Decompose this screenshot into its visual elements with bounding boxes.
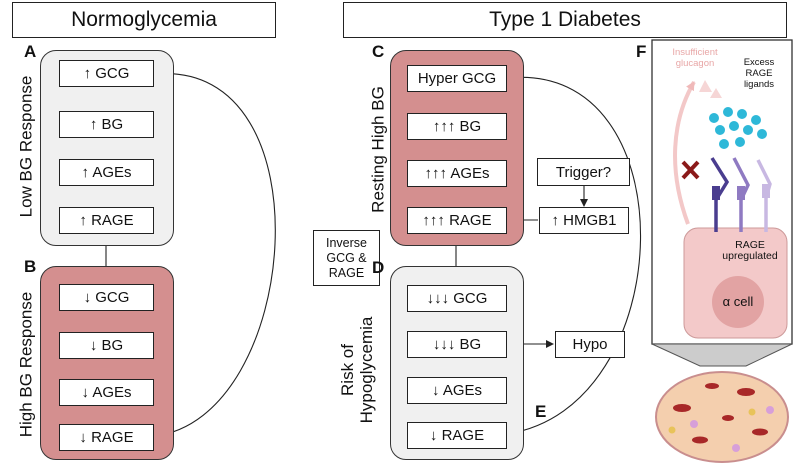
inverse-note-line2: GCG & — [326, 250, 367, 265]
insufficient-glucagon-label: Insufficient glucagon — [668, 47, 722, 69]
panel-a-box-rage: ↑ RAGE — [59, 207, 154, 234]
panel-b-box-ages: ↓ AGEs — [59, 379, 154, 406]
loop-e-letter: E — [535, 402, 547, 421]
hypo-box: Hypo — [555, 331, 625, 358]
trigger-box: Trigger? — [537, 158, 630, 186]
panel-b-box-bg: ↓ BG — [59, 332, 154, 359]
panel-d-box-ages: ↓ AGEs — [407, 377, 507, 404]
hmgb1-box: ↑ HMGB1 — [539, 207, 629, 234]
panel-c-box-gcg: Hyper GCG — [407, 65, 507, 92]
insufficient-line2: glucagon — [675, 58, 715, 69]
panel-a-letter: A — [24, 42, 37, 61]
rage-upregulated-line1: RAGE — [735, 239, 765, 251]
panel-b-box-rage: ↓ RAGE — [59, 424, 154, 451]
panel-c-letter: C — [372, 42, 385, 61]
panel-b-label: High BG Response — [16, 291, 36, 438]
panel-c-label: Resting High BG — [368, 86, 388, 213]
panel-d-label-line1: Risk of — [338, 344, 357, 396]
panel-f-illustration — [651, 39, 793, 463]
panel-d-letter: D — [372, 258, 385, 277]
panel-a-label: Low BG Response — [16, 75, 36, 218]
panel-b-letter: B — [24, 257, 37, 276]
excess-line2: RAGE — [745, 68, 773, 79]
panel-d-box-rage: ↓ RAGE — [407, 422, 507, 449]
panel-c-box-rage: ↑↑↑ RAGE — [407, 207, 507, 234]
header-normoglycemia: Normoglycemia — [12, 2, 276, 38]
panel-c-box-ages: ↑↑↑ AGEs — [407, 160, 507, 187]
excess-ligands-label: Excess RAGE ligands — [733, 57, 785, 90]
alpha-cell-label: α cell — [722, 294, 754, 309]
inverse-note: Inverse GCG & RAGE — [313, 230, 380, 286]
panel-d-box-gcg: ↓↓↓ GCG — [407, 285, 507, 312]
insufficient-line1: Insufficient — [672, 47, 718, 58]
panel-b-box-gcg: ↓ GCG — [59, 284, 154, 311]
inverse-note-line1: Inverse — [326, 235, 367, 250]
rage-upregulated-line2: upregulated — [722, 250, 778, 262]
rage-upregulated-label: RAGE upregulated — [714, 240, 786, 262]
panel-d-box-bg: ↓↓↓ BG — [407, 331, 507, 358]
panel-f-letter: F — [636, 42, 647, 61]
header-type1-diabetes: Type 1 Diabetes — [343, 2, 787, 38]
panel-d-label: Risk of Hypoglycemia — [338, 300, 378, 440]
excess-line3: ligands — [743, 79, 775, 90]
panel-d-label-line2: Hypoglycemia — [357, 316, 376, 424]
inverse-note-line3: RAGE — [328, 265, 365, 280]
excess-line1: Excess — [743, 57, 775, 68]
panel-c-box-bg: ↑↑↑ BG — [407, 113, 507, 140]
panel-a-box-ages: ↑ AGEs — [59, 159, 154, 186]
panel-a-box-bg: ↑ BG — [59, 111, 154, 138]
panel-a-box-gcg: ↑ GCG — [59, 60, 154, 87]
